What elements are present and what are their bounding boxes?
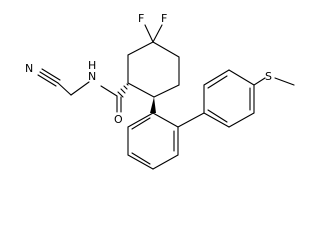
- bond: [153, 84, 180, 98]
- phenyl-ring-lower: [127, 112, 179, 170]
- bond: [228, 112, 255, 128]
- bond: [127, 82, 155, 98]
- difluoro-group: F F: [138, 12, 167, 43]
- fluorine-label-1: F: [138, 12, 144, 25]
- biaryl-bond: [177, 112, 205, 128]
- bond: [127, 154, 154, 170]
- bond: [228, 69, 255, 86]
- bond: [123, 85, 128, 90]
- bond: [70, 81, 90, 96]
- bond: [207, 109, 228, 123]
- bond: [203, 69, 230, 86]
- sulfur-label: S: [265, 70, 272, 83]
- bond: [127, 41, 154, 56]
- cyclohexane-ring: [127, 41, 180, 98]
- amide-nitrogen-label: N: [88, 70, 96, 83]
- fluorine-label-2: F: [161, 12, 167, 25]
- bond: [117, 91, 124, 98]
- oxygen-label: O: [114, 113, 123, 126]
- bond: [100, 85, 118, 97]
- bond: [41, 68, 61, 81]
- bond: [57, 82, 72, 96]
- bond: [131, 152, 151, 165]
- amide-group: O N H: [70, 59, 129, 126]
- bond: [131, 117, 151, 130]
- bond: [144, 24, 154, 43]
- bond: [152, 24, 163, 43]
- bond: [203, 112, 230, 128]
- nitrile-nitrogen-label: N: [25, 62, 33, 75]
- bond: [126, 83, 129, 86]
- bond: [127, 112, 154, 128]
- solid-wedge-bond: [150, 97, 156, 113]
- methylthio-group: S: [253, 70, 295, 86]
- bond: [37, 74, 57, 87]
- amide-hydrogen-label: H: [88, 59, 96, 72]
- molecule-diagram: F F O N H: [25, 12, 295, 170]
- bond: [152, 112, 179, 128]
- chemical-structure: F F O N H: [25, 12, 295, 170]
- bond: [274, 77, 295, 86]
- phenyl-ring-upper: [203, 69, 255, 128]
- nitrile-group: N: [25, 62, 72, 96]
- bond: [253, 77, 266, 86]
- hashed-wedge-bond: [117, 83, 129, 98]
- bond: [152, 154, 179, 170]
- bond: [152, 41, 180, 58]
- wedge: [150, 97, 156, 113]
- bond: [120, 88, 126, 94]
- bond: [207, 75, 228, 89]
- bond: [39, 71, 59, 84]
